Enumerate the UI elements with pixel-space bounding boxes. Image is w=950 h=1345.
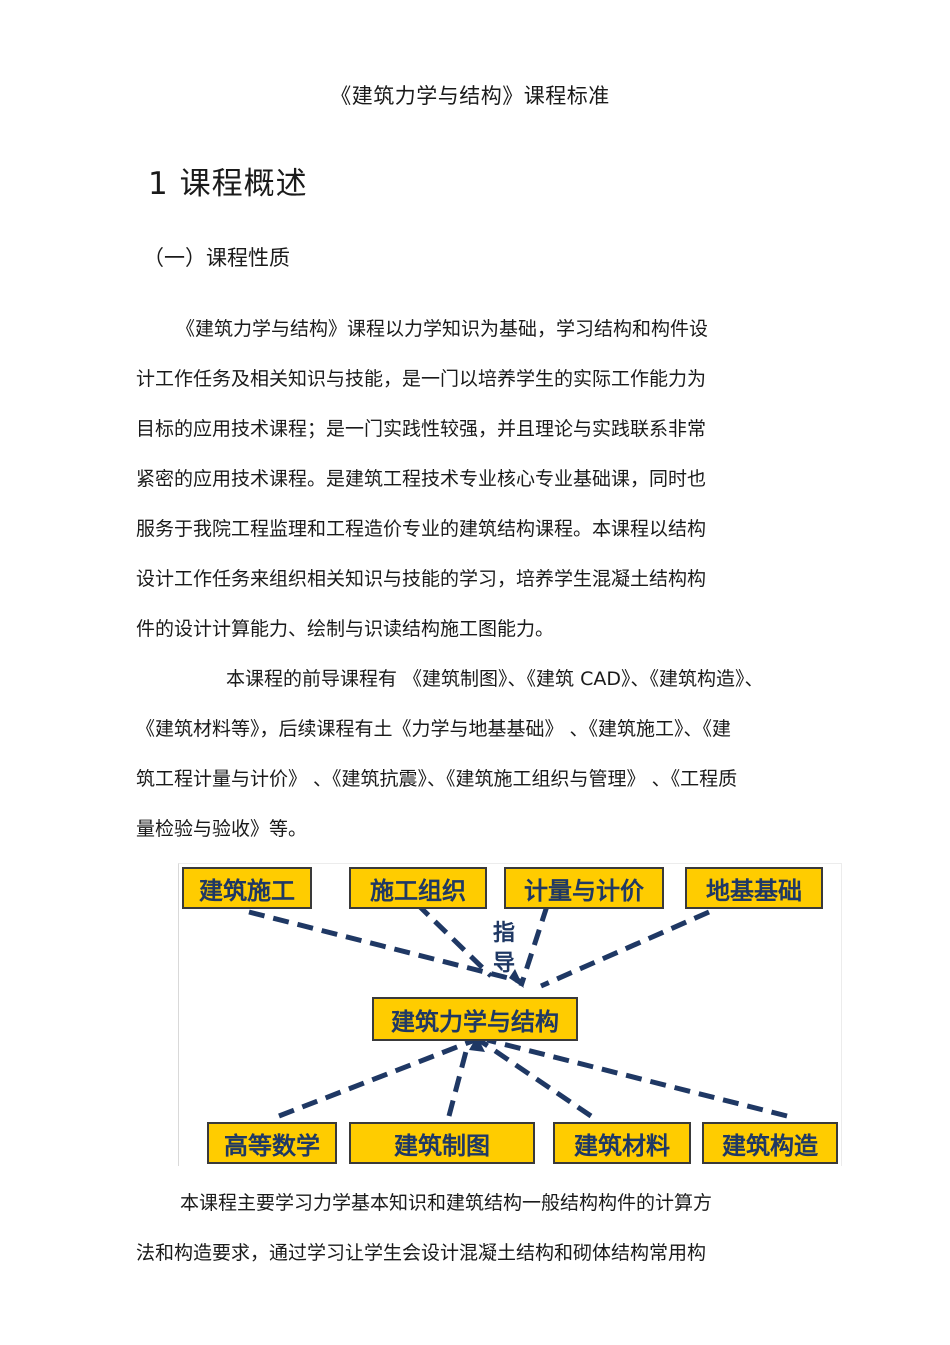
connector-line bbox=[446, 1039, 472, 1117]
diagram-box-bottom-4: 建筑构造 bbox=[702, 1122, 838, 1164]
paragraph-line: 服务于我院工程监理和工程造价专业的建筑结构课程。本课程以结构 bbox=[136, 518, 707, 540]
section-heading: 1 课程概述 bbox=[148, 166, 308, 202]
diagram-box-center: 建筑力学与结构 bbox=[372, 997, 578, 1041]
paragraph-line: 本课程主要学习力学基本知识和建筑结构一般结构构件的计算方 bbox=[180, 1192, 713, 1214]
connector-line bbox=[415, 902, 493, 978]
connector-line bbox=[518, 905, 550, 987]
connector-line bbox=[477, 1037, 593, 1119]
paragraph-line: 量检验与验收》等。 bbox=[136, 818, 308, 840]
paragraph-line: 筑工程计量与计价》 、《建筑抗震》、《建筑施工组织与管理》 、《工程质 bbox=[136, 768, 738, 790]
diagram-box-top-4: 地基基础 bbox=[685, 867, 823, 909]
paragraph-line: 目标的应用技术课程；是一门实践性较强，并且理论与实践联系非常 bbox=[136, 418, 707, 440]
diagram-box-bottom-1: 高等数学 bbox=[207, 1122, 337, 1164]
connector-line bbox=[278, 1037, 476, 1119]
course-relation-diagram: 建筑施工 施工组织 计量与计价 地基基础 指导 建筑力学与结构 高等数学 建筑制… bbox=[178, 863, 842, 1166]
guide-label: 指导 bbox=[492, 921, 515, 976]
diagram-box-bottom-3: 建筑材料 bbox=[553, 1122, 691, 1164]
diagram-box-top-3: 计量与计价 bbox=[504, 867, 664, 909]
connector-line bbox=[486, 1037, 788, 1119]
diagram-box-bottom-2: 建筑制图 bbox=[349, 1122, 535, 1164]
paragraph-line: 法和构造要求，通过学习让学生会设计混凝土结构和砌体结构常用构 bbox=[136, 1242, 707, 1264]
connector-line bbox=[248, 909, 525, 985]
paragraph-line: 设计工作任务来组织相关知识与技能的学习，培养学生混凝土结构构 bbox=[136, 568, 707, 590]
diagram-box-top-1: 建筑施工 bbox=[182, 867, 312, 909]
connector-line bbox=[539, 909, 711, 989]
paragraph-line: 紧密的应用技术课程。是建筑工程技术专业核心专业基础课，同时也 bbox=[136, 468, 707, 490]
arrowhead bbox=[509, 969, 524, 988]
paragraph-line: 《建筑力学与结构》课程以力学知识为基础，学习结构和构件设 bbox=[176, 318, 709, 340]
paragraph-line: 《建筑材料等》，后续课程有土《力学与地基基础》 、《建筑施工》、《建 bbox=[136, 718, 732, 740]
subsection-heading: （一）课程性质 bbox=[143, 246, 290, 270]
connector-lines bbox=[248, 902, 788, 1119]
paragraph-line: 本课程的前导课程有 《建筑制图》、《建筑 CAD》、《建筑构造》、 bbox=[226, 668, 764, 690]
paragraph-line: 件的设计计算能力、绘制与识读结构施工图能力。 bbox=[136, 618, 555, 640]
arrowhead bbox=[469, 1036, 485, 1052]
paragraph-line: 计工作任务及相关知识与技能，是一门以培养学生的实际工作能力为 bbox=[136, 368, 707, 390]
document-title: 《建筑力学与结构》课程标准 bbox=[330, 84, 610, 108]
diagram-box-top-2: 施工组织 bbox=[349, 867, 487, 909]
